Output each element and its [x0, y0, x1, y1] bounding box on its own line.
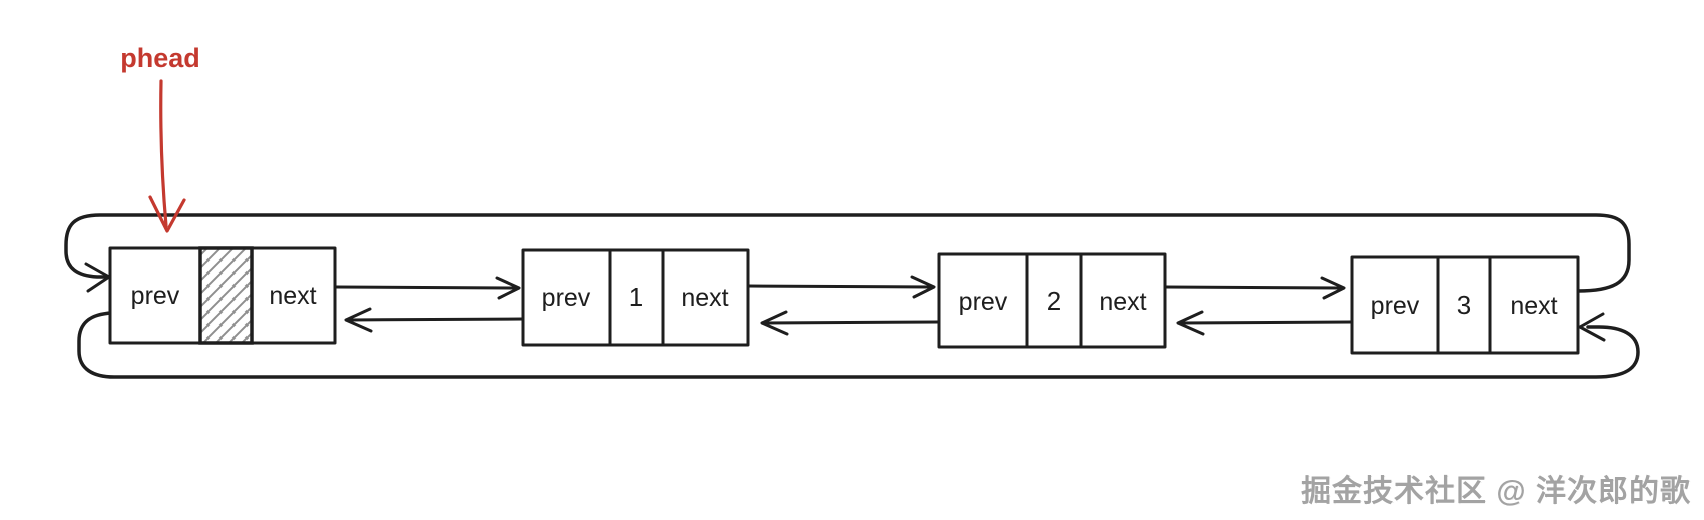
- arrow-left-head-icon: [344, 307, 373, 333]
- arrow-right-head-icon: [495, 276, 521, 300]
- node-next-label: next: [681, 284, 728, 312]
- node-next-label: next: [1099, 288, 1146, 316]
- node-value: 3: [1457, 290, 1471, 320]
- arrow-left-head-icon: [760, 310, 789, 336]
- list-node-2: prev 2 next: [937, 252, 1167, 349]
- arrows-head-node1: [334, 276, 525, 333]
- arrow-right-head-icon: [910, 275, 936, 299]
- node-prev-label: prev: [1371, 292, 1420, 320]
- node-border: [1350, 255, 1580, 355]
- node-prev-label: prev: [542, 284, 591, 312]
- node-next-label: next: [269, 282, 316, 310]
- node-border: [937, 252, 1167, 349]
- phead-arrowhead-icon: [148, 195, 186, 233]
- watermark-text: 掘金技术社区 @ 洋次郎的歌: [1301, 475, 1691, 508]
- arrow-head-next-to-node1: [334, 285, 519, 290]
- arrows-node2-node3: [1163, 276, 1354, 336]
- top-loop-path: [64, 213, 1631, 293]
- arrows-node1-node2: [746, 275, 941, 336]
- node-prev-label: prev: [959, 288, 1008, 316]
- phead-arrow-shaft: [159, 79, 168, 228]
- phead-pointer: phead: [120, 43, 200, 233]
- arrow-node3-prev-to-node2: [1178, 320, 1354, 325]
- arrow-node1-prev-to-head: [346, 317, 525, 322]
- list-node-1: prev 1 next: [521, 248, 750, 347]
- phead-label: phead: [120, 43, 200, 73]
- loop-prev-of-head-to-tail: [77, 311, 1640, 379]
- bottom-loop-arrowhead-icon: [1578, 312, 1606, 342]
- arrow-node1-next-to-node2: [746, 284, 933, 289]
- node-next-label: next: [1510, 292, 1557, 320]
- node-value: 2: [1047, 286, 1061, 316]
- arrow-right-head-icon: [1320, 276, 1346, 300]
- list-node-3: prev 3 next: [1350, 255, 1580, 355]
- arrow-node2-prev-to-node1: [762, 320, 941, 325]
- node-value-cell-hatched: [198, 246, 254, 345]
- bottom-loop-path: [77, 311, 1640, 379]
- node-border: [521, 248, 750, 347]
- node-value: 1: [629, 282, 643, 312]
- node-prev-label: prev: [131, 282, 180, 310]
- arrow-node2-next-to-node3: [1163, 285, 1343, 290]
- arrow-left-head-icon: [1176, 310, 1205, 336]
- list-node-head: prev next: [108, 246, 337, 345]
